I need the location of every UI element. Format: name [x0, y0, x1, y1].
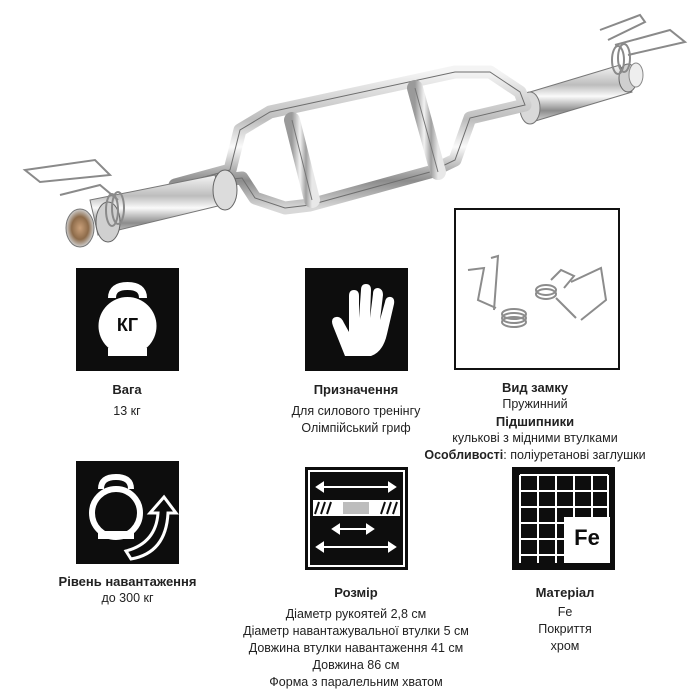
features-line: Особливості: поліуретанові заглушки [410, 447, 660, 464]
bar-frame [168, 65, 532, 215]
lock-title: Вид замку [501, 380, 569, 395]
size-line-1: Діаметр рукоятей 2,8 см [285, 607, 427, 621]
size-line-4: Довжина 86 см [312, 658, 400, 672]
material-grid-icon [519, 474, 610, 563]
hand-icon [332, 284, 395, 356]
load-caption: Рівень навантаження до 300 кг [40, 573, 215, 607]
right-spring-clip [599, 13, 688, 75]
weight-caption: Вага 13 кг [46, 381, 208, 420]
purpose-line-1: Для силового тренінгу [291, 404, 421, 418]
purpose-line-2: Олімпійський гриф [301, 421, 411, 435]
material-line-2: Покриття [538, 622, 592, 636]
lock-value: Пружинний [502, 397, 568, 411]
kettlebell-label: КГ [116, 315, 139, 335]
size-line-3: Довжина втулки навантаження 41 см [248, 641, 464, 655]
features-title: Особливості [424, 448, 504, 462]
load-title: Рівень навантаження [58, 574, 197, 589]
weight-icon-box: КГ [76, 268, 179, 371]
dimensions-icon [308, 470, 405, 567]
material-line-3: хром [550, 639, 580, 653]
bearings-title: Підшипники [495, 414, 575, 429]
size-title: Розмір [334, 585, 378, 600]
lock-caption: Вид замку Пружинний Підшипники кулькові … [410, 379, 660, 464]
load-value: до 300 кг [101, 591, 154, 605]
kettlebell-icon [98, 281, 157, 356]
weight-value: 13 кг [113, 404, 141, 418]
size-line-5: Форма з паралельним хватом [269, 675, 443, 689]
left-sleeve [65, 169, 238, 248]
material-symbol: Fe [574, 525, 600, 550]
size-caption: Розмір Діаметр рукоятей 2,8 см Діаметр н… [216, 584, 496, 691]
purpose-icon-box [305, 268, 408, 371]
size-line-2: Діаметр навантажувальної втулки 5 см [243, 624, 469, 638]
kettlebell-arrow-icon [89, 473, 179, 561]
material-caption: Матеріал Fe Покриття хром [490, 584, 640, 655]
load-icon-box [76, 461, 179, 564]
features-value: : поліуретанові заглушки [503, 448, 646, 462]
weight-title: Вага [112, 382, 142, 397]
spring-clips-photo [467, 254, 608, 328]
bearings-value: кулькові з мідними втулками [452, 431, 618, 445]
size-icon-box [305, 467, 408, 570]
material-icon-box: Fe [512, 467, 615, 570]
left-spring-clip [22, 158, 125, 227]
spring-clips-photo-frame [454, 208, 620, 370]
purpose-title: Призначення [313, 382, 399, 397]
purpose-caption: Призначення Для силового тренінгу Олімпі… [266, 381, 446, 437]
material-line-1: Fe [557, 605, 573, 619]
product-image [22, 13, 688, 248]
material-title: Матеріал [535, 585, 595, 600]
